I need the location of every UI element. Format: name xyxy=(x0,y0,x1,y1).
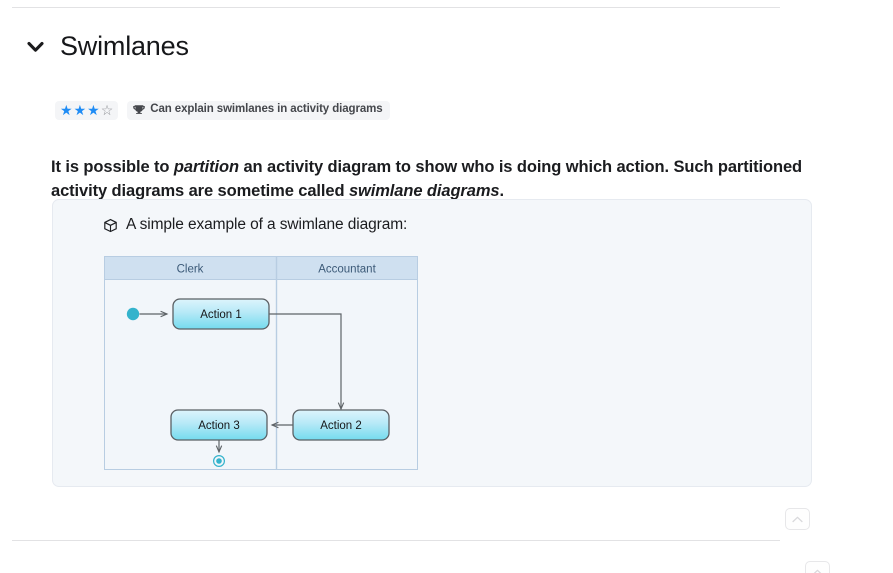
lead-emphasis-1: partition xyxy=(173,157,239,176)
lead-part-3: . xyxy=(499,181,504,200)
svg-text:Action 3: Action 3 xyxy=(198,420,240,432)
star-filled-2: ★ xyxy=(73,102,87,118)
lead-part-1: It is possible to xyxy=(51,157,174,176)
chevron-up-icon xyxy=(812,569,823,573)
chevron-down-icon[interactable] xyxy=(24,36,46,58)
swimlane-diagram: Clerk Accountant Action 1 Action 2 A xyxy=(104,256,419,471)
learning-goal-badge: Can explain swimlanes in activity diagra… xyxy=(127,101,390,120)
svg-text:Accountant: Accountant xyxy=(318,264,376,276)
divider-top xyxy=(12,7,780,8)
lead-paragraph: It is possible to partition an activity … xyxy=(51,155,821,203)
scroll-to-top-button-2[interactable] xyxy=(805,561,830,573)
star-empty-4: ☆ xyxy=(100,102,114,118)
cube-icon xyxy=(103,218,118,233)
example-title: A simple example of a swimlane diagram: xyxy=(126,216,408,233)
example-header: A simple example of a swimlane diagram: xyxy=(103,216,407,234)
lead-emphasis-2: swimlane diagrams xyxy=(348,181,500,200)
svg-text:Action 1: Action 1 xyxy=(200,309,242,321)
page-title: Swimlanes xyxy=(60,31,189,61)
chevron-up-icon xyxy=(792,516,803,523)
svg-text:Clerk: Clerk xyxy=(177,264,204,276)
learning-goal-label: Can explain swimlanes in activity diagra… xyxy=(150,103,383,116)
badge-row: ★ ★ ★ ☆ Can explain swimlanes in activit… xyxy=(55,101,390,120)
rating-badge: ★ ★ ★ ☆ xyxy=(55,101,119,120)
star-filled-1: ★ xyxy=(60,102,73,118)
lead-part-2: an activity diagram to show who is doing… xyxy=(51,157,803,200)
svg-text:Action 2: Action 2 xyxy=(320,420,362,432)
section-header: Swimlanes xyxy=(24,33,189,60)
scroll-to-top-button-1[interactable] xyxy=(785,508,810,530)
divider-bottom xyxy=(12,540,780,541)
trophy-icon xyxy=(133,104,146,116)
star-filled-3: ★ xyxy=(87,102,100,118)
example-card: A simple example of a swimlane diagram: xyxy=(52,199,812,487)
